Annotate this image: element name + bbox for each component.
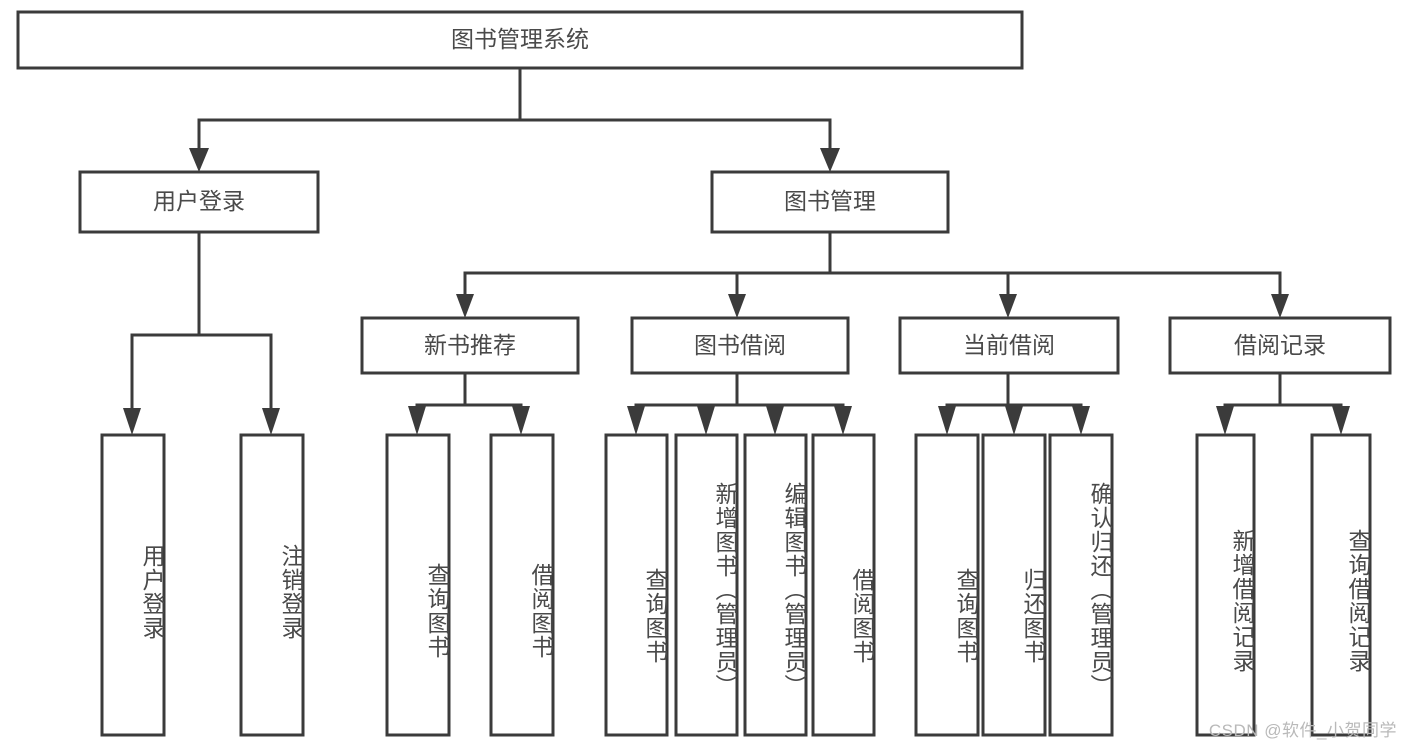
node-new-book-recommend[interactable]: 新书推荐 bbox=[360, 316, 580, 375]
arrow-head-leaf-borrow-book-1 bbox=[512, 406, 530, 435]
node-borrow-record[interactable]: 借阅记录 bbox=[1168, 316, 1392, 375]
node-leaf-query-book-1-box[interactable] bbox=[385, 433, 451, 737]
arrow-head-book-manage bbox=[820, 148, 840, 172]
node-leaf-query-book-3-box[interactable] bbox=[914, 433, 980, 737]
node-leaf-query-book-2-box[interactable] bbox=[604, 433, 669, 737]
node-leaf-borrow-book-1[interactable]: 借阅图书 bbox=[489, 433, 555, 737]
node-book-manage-label: 图书管理 bbox=[784, 188, 876, 214]
node-leaf-query-book-3-label: 查询图书 bbox=[953, 568, 978, 664]
node-leaf-logout-label: 注销登录 bbox=[278, 544, 303, 640]
arrow-head-leaf-add-book bbox=[697, 406, 715, 435]
arrow-head-leaf-add-record bbox=[1216, 406, 1234, 435]
node-leaf-borrow-book-2[interactable]: 借阅图书 bbox=[811, 433, 876, 737]
arrow-head-leaf-borrow-book-2 bbox=[834, 406, 852, 435]
node-user-login-box[interactable] bbox=[78, 170, 320, 234]
node-book-manage[interactable]: 图书管理 bbox=[710, 170, 950, 234]
node-leaf-user-login-label: 用户登录 bbox=[139, 544, 164, 640]
node-leaf-query-record[interactable]: 查询借阅记录 bbox=[1310, 433, 1372, 737]
node-leaf-add-record-box[interactable] bbox=[1195, 433, 1256, 737]
arrow-head-leaf-edit-book bbox=[766, 406, 784, 435]
node-current-borrow[interactable]: 当前借阅 bbox=[898, 316, 1120, 375]
connector-layer bbox=[123, 66, 1350, 435]
arrow-head-leaf-user-login bbox=[123, 408, 141, 435]
node-leaf-confirm-return-label: 确认归还（管理员） bbox=[1087, 482, 1112, 698]
node-root-box[interactable] bbox=[16, 10, 1024, 70]
node-leaf-edit-book[interactable]: 编辑图书（管理员） bbox=[743, 433, 808, 737]
node-leaf-edit-book-box[interactable] bbox=[743, 433, 808, 737]
node-leaf-add-book[interactable]: 新增图书（管理员） bbox=[674, 433, 739, 737]
node-book-borrow-box[interactable] bbox=[630, 316, 850, 375]
csdn-watermark: CSDN @软件_小贺同学 bbox=[1208, 721, 1397, 740]
node-leaf-query-record-box[interactable] bbox=[1310, 433, 1372, 737]
node-root[interactable]: 图书管理系统 bbox=[16, 10, 1024, 70]
node-leaf-add-record[interactable]: 新增借阅记录 bbox=[1195, 433, 1256, 737]
node-leaf-add-book-label: 新增图书（管理员） bbox=[712, 482, 737, 698]
node-leaf-confirm-return[interactable]: 确认归还（管理员） bbox=[1048, 433, 1114, 737]
node-borrow-record-box[interactable] bbox=[1168, 316, 1392, 375]
node-leaf-edit-book-label: 编辑图书（管理员） bbox=[781, 482, 806, 698]
node-current-borrow-box[interactable] bbox=[898, 316, 1120, 375]
arrow-head-leaf-return-book bbox=[1005, 406, 1023, 435]
node-leaf-borrow-book-2-box[interactable] bbox=[811, 433, 876, 737]
node-user-login[interactable]: 用户登录 bbox=[78, 170, 320, 234]
node-leaf-logout[interactable]: 注销登录 bbox=[239, 433, 305, 737]
node-leaf-confirm-return-box[interactable] bbox=[1048, 433, 1114, 737]
node-leaf-return-book-box[interactable] bbox=[981, 433, 1047, 737]
node-leaf-borrow-book-1-label: 借阅图书 bbox=[528, 563, 553, 659]
node-leaf-query-record-label: 查询借阅记录 bbox=[1345, 529, 1370, 673]
node-leaf-user-login-box[interactable] bbox=[100, 433, 166, 737]
node-root-label: 图书管理系统 bbox=[451, 26, 589, 52]
arrow-head-leaf-query-record bbox=[1332, 406, 1350, 435]
arrow-head-leaf-query-book-3 bbox=[938, 406, 956, 435]
arrow-head-current-borrow bbox=[999, 294, 1017, 318]
node-leaf-add-record-label: 新增借阅记录 bbox=[1229, 529, 1254, 673]
node-leaf-query-book-1-label: 查询图书 bbox=[424, 563, 449, 659]
node-new-book-recommend-box[interactable] bbox=[360, 316, 580, 375]
node-leaf-query-book-3[interactable]: 查询图书 bbox=[914, 433, 980, 737]
node-leaf-borrow-book-1-box[interactable] bbox=[489, 433, 555, 737]
node-leaf-return-book-label: 归还图书 bbox=[1020, 568, 1045, 664]
arrow-head-leaf-logout bbox=[262, 408, 280, 435]
node-leaf-user-login[interactable]: 用户登录 bbox=[100, 433, 166, 737]
arrow-head-new-book-recommend bbox=[456, 294, 474, 318]
arrow-head-book-borrow bbox=[728, 294, 746, 318]
arrow-head-leaf-confirm-return bbox=[1072, 406, 1090, 435]
node-book-manage-box[interactable] bbox=[710, 170, 950, 234]
arrow-head-user-login bbox=[189, 148, 209, 172]
node-user-login-label: 用户登录 bbox=[153, 188, 245, 214]
arrow-head-leaf-query-book-1 bbox=[408, 406, 426, 435]
arrow-head-leaf-query-book-2 bbox=[627, 406, 645, 435]
node-leaf-query-book-1[interactable]: 查询图书 bbox=[385, 433, 451, 737]
node-book-borrow[interactable]: 图书借阅 bbox=[630, 316, 850, 375]
node-borrow-record-label: 借阅记录 bbox=[1234, 332, 1326, 358]
node-leaf-query-book-2[interactable]: 查询图书 bbox=[604, 433, 669, 737]
node-leaf-return-book[interactable]: 归还图书 bbox=[981, 433, 1047, 737]
node-current-borrow-label: 当前借阅 bbox=[963, 332, 1055, 358]
node-book-borrow-label: 图书借阅 bbox=[694, 332, 786, 358]
node-leaf-borrow-book-2-label: 借阅图书 bbox=[849, 568, 874, 664]
node-leaf-add-book-box[interactable] bbox=[674, 433, 739, 737]
node-leaf-logout-box[interactable] bbox=[239, 433, 305, 737]
node-new-book-recommend-label: 新书推荐 bbox=[424, 332, 516, 358]
arrow-head-borrow-record bbox=[1271, 294, 1289, 318]
node-leaf-query-book-2-label: 查询图书 bbox=[642, 568, 667, 664]
